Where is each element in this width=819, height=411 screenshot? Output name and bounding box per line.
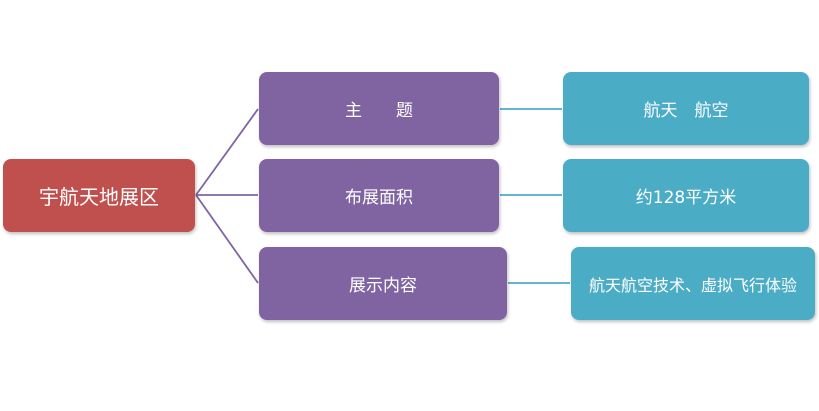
exhibition-area-detail-node: 约128平方米	[563, 159, 809, 232]
topic-label: 主 题	[345, 101, 413, 121]
exhibit-content-detail-node: 航天航空技术、虚拟飞行体验	[571, 247, 815, 320]
topic-node: 主 题	[259, 72, 499, 145]
topic-detail-label: 航天 航空	[643, 101, 729, 121]
exhibition-area-label: 布展面积	[345, 188, 413, 208]
exhibition-area-node: 布展面积	[259, 159, 499, 232]
topic-detail-node: 航天 航空	[563, 72, 809, 145]
exhibit-content-label: 展示内容	[349, 276, 417, 296]
root-node: 宇航天地展区	[3, 159, 195, 232]
exhibit-content-node: 展示内容	[259, 247, 507, 320]
connector-root-to-topic	[195, 108, 259, 196]
exhibition-area-detail-label: 约128平方米	[635, 188, 737, 208]
root-label: 宇航天地展区	[39, 185, 159, 209]
exhibit-content-detail-label: 航天航空技术、虚拟飞行体验	[588, 275, 797, 295]
connector-root-to-content	[195, 194, 259, 284]
